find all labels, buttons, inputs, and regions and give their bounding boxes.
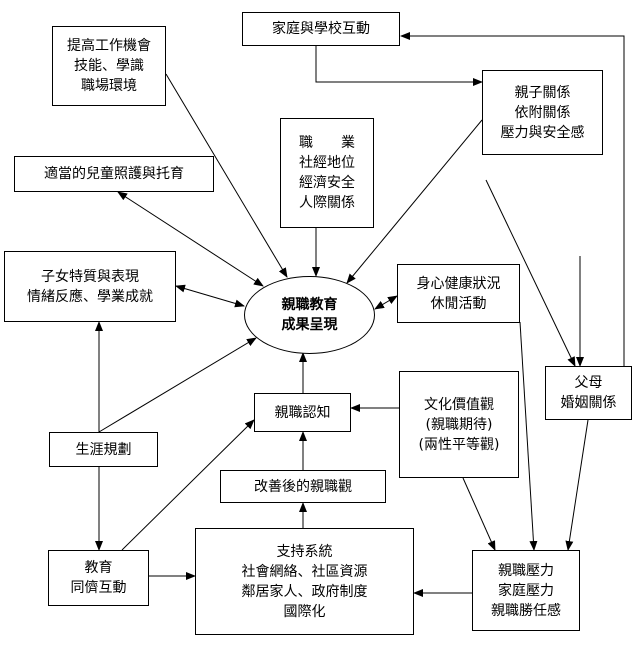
arrow-child-traits-center [175,284,245,308]
arrow-education-to-cognition [121,419,255,551]
box-work-chance-line-1: 提高工作機會 [67,38,151,54]
box-education: 教育 同儕互動 [48,550,149,606]
box-education-line-1: 教育 [84,560,113,576]
box-family-school: 家庭與學校互動 [242,12,400,46]
box-child-traits-line-2: 情緒反應、學業成就 [27,288,153,305]
box-culture-line-3: (兩性平等觀) [418,436,500,453]
box-parent-child-line-1: 親子關係 [514,84,571,101]
box-occupation-line-1: 職 業 [299,135,355,151]
center-ellipse: 親職教育 成果呈現 [244,276,375,354]
box-culture: 文化價值觀 (親職期待) (兩性平等觀) [399,371,519,478]
box-work-chance-line-3: 職場環境 [81,78,137,94]
arrow-culture-to-stress [462,477,496,551]
box-health-line-2: 休閒活動 [430,295,487,312]
box-support-line-4: 國際化 [283,603,326,620]
box-parents-line-2: 婚姻關係 [560,395,617,411]
arrow-health-to-stress [519,321,538,551]
box-cognition-line-1: 親職認知 [274,404,331,421]
box-childcare-line-1: 適當的兒童照護與托育 [44,166,184,182]
box-occupation: 職 業 社經地位 經濟安全 人際關係 [280,118,374,228]
arrow-childcare-center [117,191,264,287]
box-improved: 改善後的親職觀 [220,470,386,503]
box-career-line-1: 生涯規劃 [75,441,132,458]
box-support-line-1: 支持系統 [276,543,333,560]
box-health: 身心健康狀況 休閒活動 [397,264,520,323]
box-stress-line-2: 家庭壓力 [498,582,554,599]
box-parents: 父母 婚姻關係 [545,366,632,420]
arrow-family-school-to-parent-child [315,46,483,86]
box-family-school-line-1: 家庭與學校互動 [272,21,370,37]
box-parent-child-line-2: 依附關係 [514,104,571,121]
box-work-chance-line-2: 技能、學識 [74,58,144,74]
box-health-line-1: 身心健康狀況 [416,275,501,292]
box-parents-line-1: 父母 [574,375,603,391]
box-occupation-line-4: 人際關係 [299,195,355,211]
arrow-parents-to-stress [565,419,589,551]
arrow-health-center [374,295,398,310]
box-stress-line-3: 親職勝任感 [491,602,561,619]
box-child-traits-line-1: 子女特質與表現 [41,268,139,285]
arrow-career-to-center [98,337,257,433]
box-parent-child-line-3: 壓力與安全感 [500,124,585,141]
box-career: 生涯規劃 [49,432,158,467]
box-child-traits: 子女特質與表現 情緒反應、學業成就 [4,251,176,322]
box-occupation-line-2: 社經地位 [299,155,355,171]
box-cognition: 親職認知 [254,393,351,432]
box-culture-line-2: (親職期待) [425,416,493,433]
center-line-1: 親職教育 [281,297,338,313]
box-support-line-2: 社會網絡、社區資源 [241,563,368,580]
box-improved-line-1: 改善後的親職觀 [254,478,352,495]
box-culture-line-1: 文化價值觀 [424,396,494,413]
box-support-line-3: 鄰居家人、政府制度 [241,583,368,600]
arrow-parent-child-to-parents [485,179,576,367]
box-support: 支持系統 社會網絡、社區資源 鄰居家人、政府制度 國際化 [195,528,414,635]
box-childcare: 適當的兒童照護與托育 [14,156,214,192]
box-work-chance: 提高工作機會 技能、學識 職場環境 [52,26,166,106]
box-stress-line-1: 親職壓力 [498,562,554,579]
arrow-parents-to-family-school [400,32,625,368]
box-parent-child: 親子關係 依附關係 壓力與安全感 [482,70,603,155]
box-stress: 親職壓力 家庭壓力 親職勝任感 [472,550,580,631]
box-education-line-2: 同儕互動 [70,580,127,596]
arrow-work-chance-to-center [165,73,288,278]
center-line-2: 成果呈現 [281,317,338,333]
box-occupation-line-3: 經濟安全 [299,175,355,191]
arrow-parent-child-to-center [346,119,483,284]
